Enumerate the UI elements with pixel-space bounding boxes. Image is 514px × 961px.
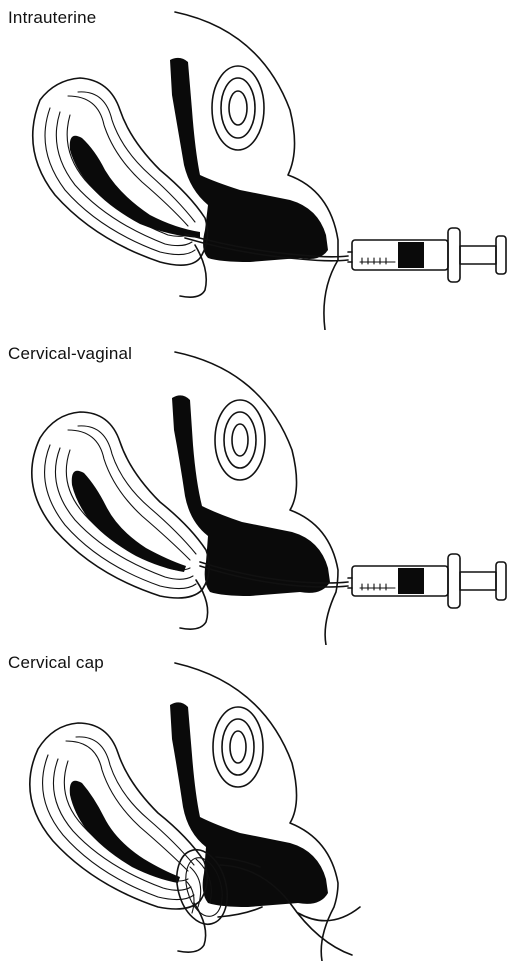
bladder	[213, 707, 263, 787]
intrauterine-illustration	[0, 0, 514, 330]
bladder	[212, 66, 264, 150]
cervical-vaginal-illustration	[0, 330, 514, 645]
panel-intrauterine: Intrauterine	[0, 0, 514, 330]
syringe-icon	[348, 228, 506, 282]
bladder	[215, 400, 265, 480]
cervical-cap-illustration	[0, 645, 514, 961]
panel-cervical-cap: Cervical cap	[0, 645, 514, 961]
panel-cervical-vaginal: Cervical-vaginal	[0, 330, 514, 645]
syringe-icon	[348, 554, 506, 608]
